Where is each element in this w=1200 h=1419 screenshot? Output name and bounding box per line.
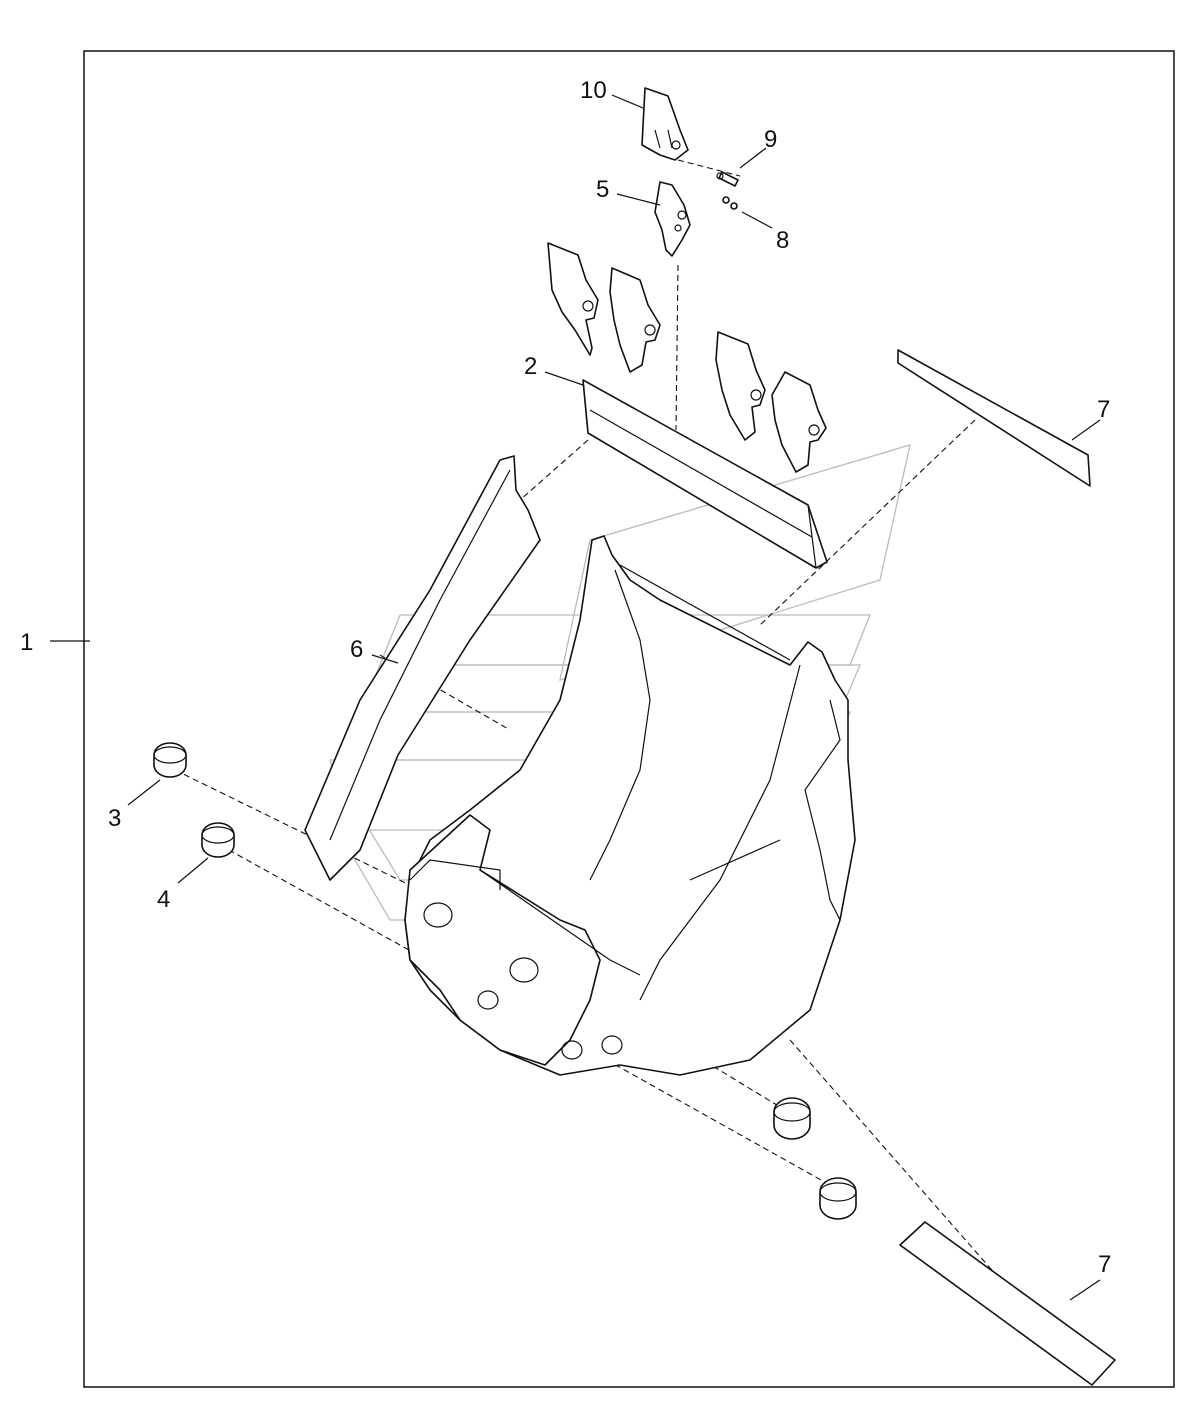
bushing-b-right — [819, 1177, 857, 1220]
side-cutter — [304, 455, 541, 881]
callout-7-top: 7 — [1097, 396, 1110, 423]
tooth-set — [547, 242, 827, 473]
callout-labels: 1 2 3 4 5 6 7 7 8 9 10 — [20, 77, 1111, 1278]
callout-2: 2 — [524, 353, 537, 380]
hitch-bracket — [404, 814, 641, 1066]
tooth-top — [641, 87, 689, 161]
tooth-adapter — [654, 181, 691, 257]
wear-strip-top — [897, 349, 1091, 487]
callout-10: 10 — [580, 77, 607, 104]
bushing-a-right — [773, 1097, 811, 1140]
diagram-frame — [83, 50, 1175, 1388]
callout-8: 8 — [776, 227, 789, 254]
callout-1: 1 — [20, 629, 33, 656]
leader-lines — [50, 94, 1101, 1301]
callout-4: 4 — [157, 886, 170, 913]
callout-6: 6 — [350, 636, 363, 663]
callout-5: 5 — [596, 176, 609, 203]
callout-7-bottom: 7 — [1098, 1251, 1111, 1278]
callout-9: 9 — [764, 126, 777, 153]
retainer — [722, 196, 738, 210]
bushing-a-left — [153, 742, 187, 778]
bushing-b-left — [201, 822, 235, 858]
wear-strip-bottom — [899, 1221, 1116, 1386]
callout-3: 3 — [108, 805, 121, 832]
pin — [716, 171, 739, 187]
cutting-edge — [582, 379, 828, 569]
